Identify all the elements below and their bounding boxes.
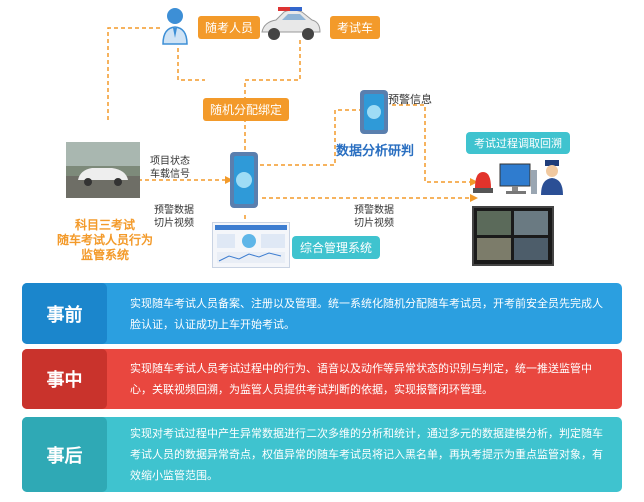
phase-panel-before: 事前 实现随车考试人员备案、注册以及管理。统一系统化随机分配随车考试员，开考前安…	[22, 283, 622, 344]
slice-left-line1: 预警数据	[154, 205, 194, 216]
system-title-line3: 监管系统	[80, 248, 129, 262]
exam-car-label: 考试车	[330, 16, 381, 39]
phase-tag: 事前	[22, 283, 107, 344]
phase-tag: 事中	[22, 349, 107, 409]
mgmt-system-label: 综合管理系统	[292, 236, 381, 259]
central-server-icon	[228, 150, 260, 210]
vehicle-signal-text: 车载信号	[150, 169, 190, 180]
system-title-line2: 随车考试人员行为	[56, 233, 153, 247]
dashboard-thumbnail	[212, 222, 290, 268]
computer-icon	[498, 162, 538, 196]
phase-description: 实现随车考试人员考试过程中的行为、语音以及动作等异常状态的识别与判定，统一推送监…	[130, 362, 592, 396]
slice-right-line2: 切片视频	[354, 218, 394, 229]
slice-left-line2: 切片视频	[154, 218, 194, 229]
exam-car-icon	[258, 4, 322, 44]
alarm-light-icon	[472, 166, 494, 194]
warning-info-label: 预警信息	[388, 93, 432, 106]
random-bind-label: 随机分配绑定	[203, 98, 290, 121]
examiner-icon	[160, 6, 190, 46]
phase-panel-after: 事后 实现对考试过程中产生异常数据进行二次多维的分析和统计，通过多元的数据建模分…	[22, 417, 622, 492]
project-status-text: 项目状态	[150, 156, 190, 167]
exam-car-photo	[66, 142, 140, 198]
phase-panel-during: 事中 实现随车考试人员考试过程中的行为、语音以及动作等异常状态的识别与判定，统一…	[22, 349, 622, 409]
phase-tag: 事后	[22, 417, 107, 492]
slice-right-line1: 预警数据	[354, 205, 394, 216]
playback-label: 考试过程调取回溯	[466, 132, 570, 154]
analysis-server-icon	[358, 88, 390, 136]
phase-description: 实现随车考试人员备案、注册以及管理。统一系统化随机分配随车考试员，开考前安全员先…	[130, 296, 603, 331]
data-analysis-label: 数据分析研判	[336, 144, 415, 159]
police-officer-icon	[540, 158, 564, 196]
examiner-label: 随考人员	[198, 16, 261, 39]
system-title-line1: 科目三考试	[74, 218, 135, 232]
phase-description: 实现对考试过程中产生异常数据进行二次多维的分析和统计，通过多元的数据建模分析，判…	[130, 427, 603, 482]
monitoring-screen	[472, 206, 554, 266]
